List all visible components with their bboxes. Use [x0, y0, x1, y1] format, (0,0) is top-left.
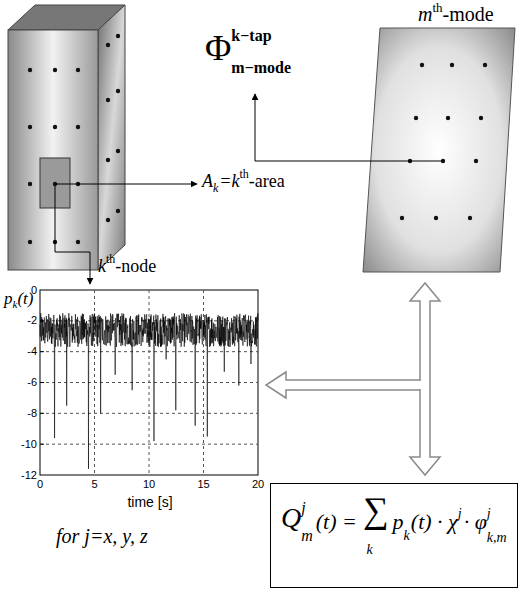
tap-dot — [106, 98, 110, 102]
label: Φ — [205, 30, 231, 66]
formula-term: Q — [281, 504, 301, 532]
label: -node — [115, 257, 156, 275]
area-leader — [55, 184, 197, 185]
label: m−mode — [231, 60, 291, 76]
tap-dot — [116, 149, 120, 153]
tick-label: 20 — [252, 479, 264, 490]
tick-label: 0 — [37, 479, 43, 490]
tap-dot — [479, 116, 483, 120]
formula-term: (t) · χ — [411, 511, 458, 533]
tap-leader — [255, 94, 443, 161]
formula-term: p — [393, 511, 404, 533]
double-arrow — [410, 283, 440, 475]
grid-line — [40, 351, 258, 352]
label: th — [432, 1, 442, 14]
label: m — [418, 4, 432, 24]
formula-term: k — [367, 543, 373, 557]
tick-label: 0 — [31, 285, 37, 296]
mode-taps — [400, 63, 487, 220]
tap-dot — [28, 125, 32, 129]
tap-dot — [450, 63, 454, 67]
formula-term: (t) = — [316, 511, 357, 533]
label: k — [213, 182, 218, 194]
tick-label: 10 — [143, 479, 155, 490]
tick — [40, 351, 44, 352]
tap-dot — [28, 240, 32, 244]
tick-label: 15 — [197, 479, 209, 490]
tap-dot — [53, 125, 57, 129]
label: th — [239, 168, 248, 180]
tick-label: -6 — [27, 377, 37, 388]
tick — [40, 382, 44, 383]
tick-label: -8 — [27, 408, 37, 419]
formula-term: j — [301, 500, 305, 516]
grid-line — [40, 320, 258, 321]
formula-term: j — [458, 507, 462, 521]
tap-dot — [420, 63, 424, 67]
grid-line — [40, 444, 258, 445]
tap-dot — [414, 116, 418, 120]
tick — [40, 444, 44, 445]
building-side — [98, 5, 125, 270]
formula-term: k — [404, 529, 410, 543]
tap-dot — [400, 216, 404, 220]
grid-line — [40, 413, 258, 414]
pressure-signal — [40, 313, 258, 469]
tap-dot — [106, 158, 110, 162]
tap-dot — [28, 182, 32, 186]
formula-term: k,m — [487, 531, 507, 545]
tap-dot — [116, 34, 120, 38]
tick-label: -12 — [21, 470, 37, 481]
flow-arrow — [266, 372, 421, 398]
tick — [40, 413, 44, 414]
formula-term: ∑ — [363, 492, 389, 528]
tap-dot — [28, 68, 32, 72]
pressure-plot — [40, 290, 258, 475]
label: k — [98, 257, 106, 275]
label: -mode — [443, 4, 494, 24]
grid-line — [40, 382, 258, 383]
formula-term: · φ — [464, 511, 487, 533]
mode-shape — [363, 28, 515, 272]
tap-dot — [53, 68, 57, 72]
label: time [s] — [127, 495, 172, 509]
label: =k — [219, 172, 239, 190]
tap-dot — [468, 216, 472, 220]
tick-label: -4 — [27, 346, 37, 357]
arrow-joint — [419, 381, 422, 389]
plot-frame — [40, 290, 258, 475]
label: p — [4, 290, 13, 307]
tap-dot — [76, 125, 80, 129]
label: k−tap — [231, 28, 271, 44]
formula-term: m — [301, 528, 313, 544]
tap-dot — [446, 116, 450, 120]
label: th — [106, 253, 115, 265]
node-leader — [55, 186, 90, 284]
tap-dot — [76, 240, 80, 244]
label: -area — [249, 172, 285, 190]
pressure-taps — [28, 34, 120, 244]
formula-term: j — [487, 507, 491, 521]
tick-label: -10 — [21, 439, 37, 450]
label: A — [202, 172, 213, 190]
tick-label: 5 — [91, 479, 97, 490]
tick-label: -2 — [27, 315, 37, 326]
formula-box: Qjm(t) =∑kpk(t) · χj· φjk,m — [270, 483, 518, 588]
tick — [40, 320, 44, 321]
tap-dot — [483, 63, 487, 67]
label: for j=x, y, z — [56, 526, 148, 546]
tap-dot — [106, 43, 110, 47]
tap-dot — [116, 89, 120, 93]
label: k — [13, 299, 18, 310]
tap-dot — [76, 68, 80, 72]
building-front — [8, 30, 98, 270]
tap-dot — [434, 216, 438, 220]
tap-dot — [106, 218, 110, 222]
tap-dot — [116, 209, 120, 213]
tap-dot — [474, 159, 478, 163]
